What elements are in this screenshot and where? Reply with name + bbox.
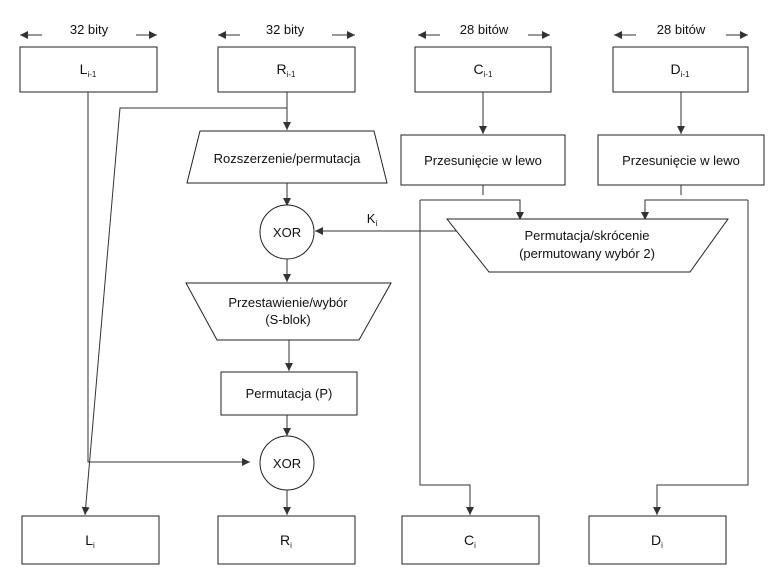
xor-bottom-label: XOR: [273, 456, 301, 471]
width-label-left: 32 bity: [70, 22, 109, 37]
sbox-label-line2: (S-blok): [265, 312, 311, 327]
shift-c-label: Przesunięcie w lewo: [424, 153, 542, 168]
output-box-l: Li: [21, 515, 160, 565]
width-indicator-c: 28 bitów: [418, 22, 550, 39]
svg-text:Di: Di: [651, 532, 663, 550]
input-box-l: Li-1: [19, 46, 158, 93]
p-permutation-label: Permutacja (P): [246, 386, 333, 401]
svg-text:Ci-1: Ci-1: [473, 61, 493, 79]
width-indicator-right: 32 bity: [218, 22, 355, 39]
output-r-subscript: i: [290, 541, 292, 550]
output-r-label: R: [280, 532, 290, 548]
xor-top-label: XOR: [273, 225, 301, 240]
input-l-label: L: [80, 61, 88, 77]
compression-label-line2: (permutowany wybór 2): [519, 246, 655, 261]
svg-text:Ri: Ri: [280, 532, 292, 550]
p-permutation-box: Permutacja (P): [220, 371, 358, 416]
shift-left-d-box: Przesunięcie w lewo: [597, 134, 765, 186]
expansion-permutation-block: Rozszerzenie/permutacja: [186, 130, 388, 184]
output-d-subscript: i: [661, 541, 663, 550]
compression-label-line1: Permutacja/skrócenie: [525, 228, 650, 243]
key-label-subscript: i: [375, 219, 377, 228]
width-indicator-d: 28 bitów: [614, 22, 748, 39]
svg-text:Ci: Ci: [464, 532, 476, 550]
width-indicator-left: 32 bity: [20, 22, 157, 39]
output-l-subscript: i: [93, 541, 95, 550]
output-l-label: L: [85, 532, 93, 548]
width-label-c: 28 bitów: [460, 22, 509, 37]
input-box-r: Ri-1: [217, 46, 356, 93]
input-l-subscript: i-1: [87, 70, 96, 79]
key-label-base: K: [367, 211, 376, 226]
svg-text:Di-1: Di-1: [670, 61, 690, 79]
output-box-c: Ci: [401, 515, 540, 565]
svg-text:Li-1: Li-1: [80, 61, 97, 79]
compression-permutation-block: Permutacja/skrócenie (permutowany wybór …: [445, 218, 729, 273]
output-c-subscript: i: [474, 541, 476, 550]
sbox-block: Przestawienie/wybór (S-blok): [185, 282, 392, 341]
input-c-subscript: i-1: [484, 70, 493, 79]
output-box-d: Di: [588, 515, 727, 565]
input-c-label: C: [473, 61, 483, 77]
expansion-label: Rozszerzenie/permutacja: [214, 151, 361, 166]
output-box-r: Ri: [217, 515, 356, 565]
sbox-label-line1: Przestawienie/wybór: [228, 295, 348, 310]
shift-d-label: Przesunięcie w lewo: [622, 153, 740, 168]
xor-top-node: XOR: [259, 204, 315, 260]
output-d-label: D: [651, 532, 661, 548]
input-d-label: D: [670, 61, 680, 77]
width-label-d: 28 bitów: [657, 22, 706, 37]
svg-text:Ri-1: Ri-1: [276, 61, 296, 79]
xor-bottom-node: XOR: [259, 435, 315, 491]
output-c-label: C: [464, 532, 474, 548]
connectors: [81, 92, 749, 516]
shift-left-c-box: Przesunięcie w lewo: [400, 134, 566, 186]
input-d-subscript: i-1: [681, 70, 690, 79]
input-box-d: Di-1: [612, 46, 749, 93]
input-r-subscript: i-1: [287, 70, 296, 79]
input-box-c: Ci-1: [414, 46, 552, 93]
width-label-right: 32 bity: [266, 22, 305, 37]
key-label: Ki: [367, 211, 378, 228]
input-r-label: R: [276, 61, 286, 77]
svg-text:Li: Li: [85, 532, 95, 550]
